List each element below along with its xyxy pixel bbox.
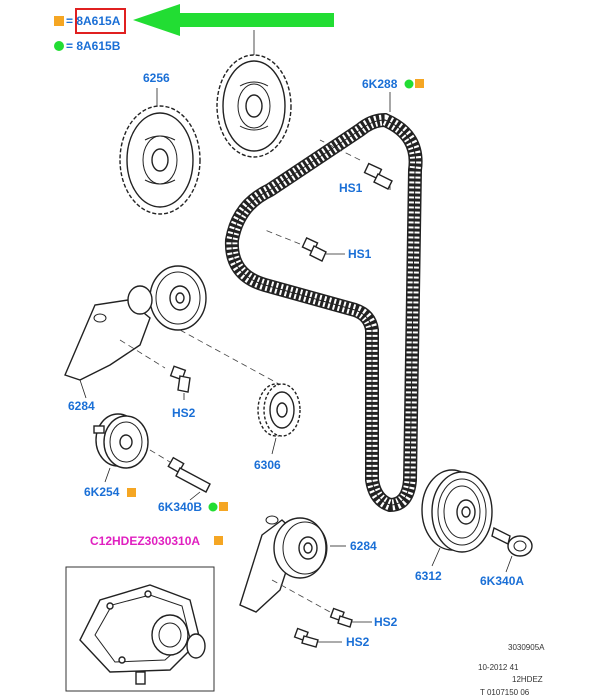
tensioner-left (64, 265, 207, 381)
camshaft-sprocket-front (119, 105, 201, 215)
tensioner-right (239, 515, 328, 613)
bolt-hs1-lower (264, 229, 345, 262)
label-6284-left: 6284 (68, 399, 95, 413)
green-dot-icon (404, 79, 414, 89)
label-hs1-upper: HS1 (339, 181, 363, 195)
label-6k340a: 6K340A (480, 574, 524, 588)
green-dot-icon (208, 502, 218, 512)
orange-square-icon (415, 79, 424, 88)
label-6306: 6306 (254, 458, 281, 472)
legend: = 8A615A = 8A615B (54, 4, 334, 53)
orange-square-icon (127, 488, 136, 497)
label-hs2-low1: HS2 (374, 615, 398, 629)
legend-green-key: = 8A615B (66, 39, 121, 53)
footer-line-4: T 0107150 06 (480, 688, 530, 697)
label-6k254: 6K254 (84, 485, 120, 499)
timing-belt (224, 112, 423, 513)
camshaft-sprocket-rear (216, 54, 292, 158)
label-hs2-low2: HS2 (346, 635, 370, 649)
orange-square-icon (214, 536, 223, 545)
part-highlight-box (75, 8, 126, 34)
crankshaft-sprocket (257, 383, 301, 437)
footer-line-1: 3030905A (508, 643, 545, 652)
bolt-hs1-upper (319, 139, 393, 190)
label-6256: 6256 (143, 71, 170, 85)
green-dot-icon (54, 41, 64, 51)
label-6k340b: 6K340B (158, 500, 202, 514)
footer-line-2: 10-2012 41 (478, 663, 519, 672)
label-kit-reference: C12HDEZ3030310A (90, 534, 200, 548)
legend-orange-key: = 8A615A (66, 14, 121, 28)
label-hs2-mid: HS2 (172, 406, 196, 420)
label-6284-right: 6284 (350, 539, 377, 553)
label-hs1-lower: HS1 (348, 247, 372, 261)
bolt-6k340b (167, 456, 211, 493)
idler-pulley-small (93, 413, 149, 469)
footer-line-3: 12HDEZ (512, 675, 543, 684)
orange-square-icon (219, 502, 228, 511)
label-6k288: 6K288 (362, 77, 398, 91)
damper-pulley (421, 469, 493, 553)
water-pump-inset (65, 566, 215, 692)
bolt-hs2-mid (169, 365, 191, 393)
bolt-6k340a (491, 526, 533, 557)
bolt-hs2-low2 (293, 627, 319, 648)
green-arrow-icon (133, 4, 334, 36)
orange-square-icon (54, 16, 64, 26)
label-6312: 6312 (415, 569, 442, 583)
bolt-hs2-low1 (329, 607, 353, 628)
